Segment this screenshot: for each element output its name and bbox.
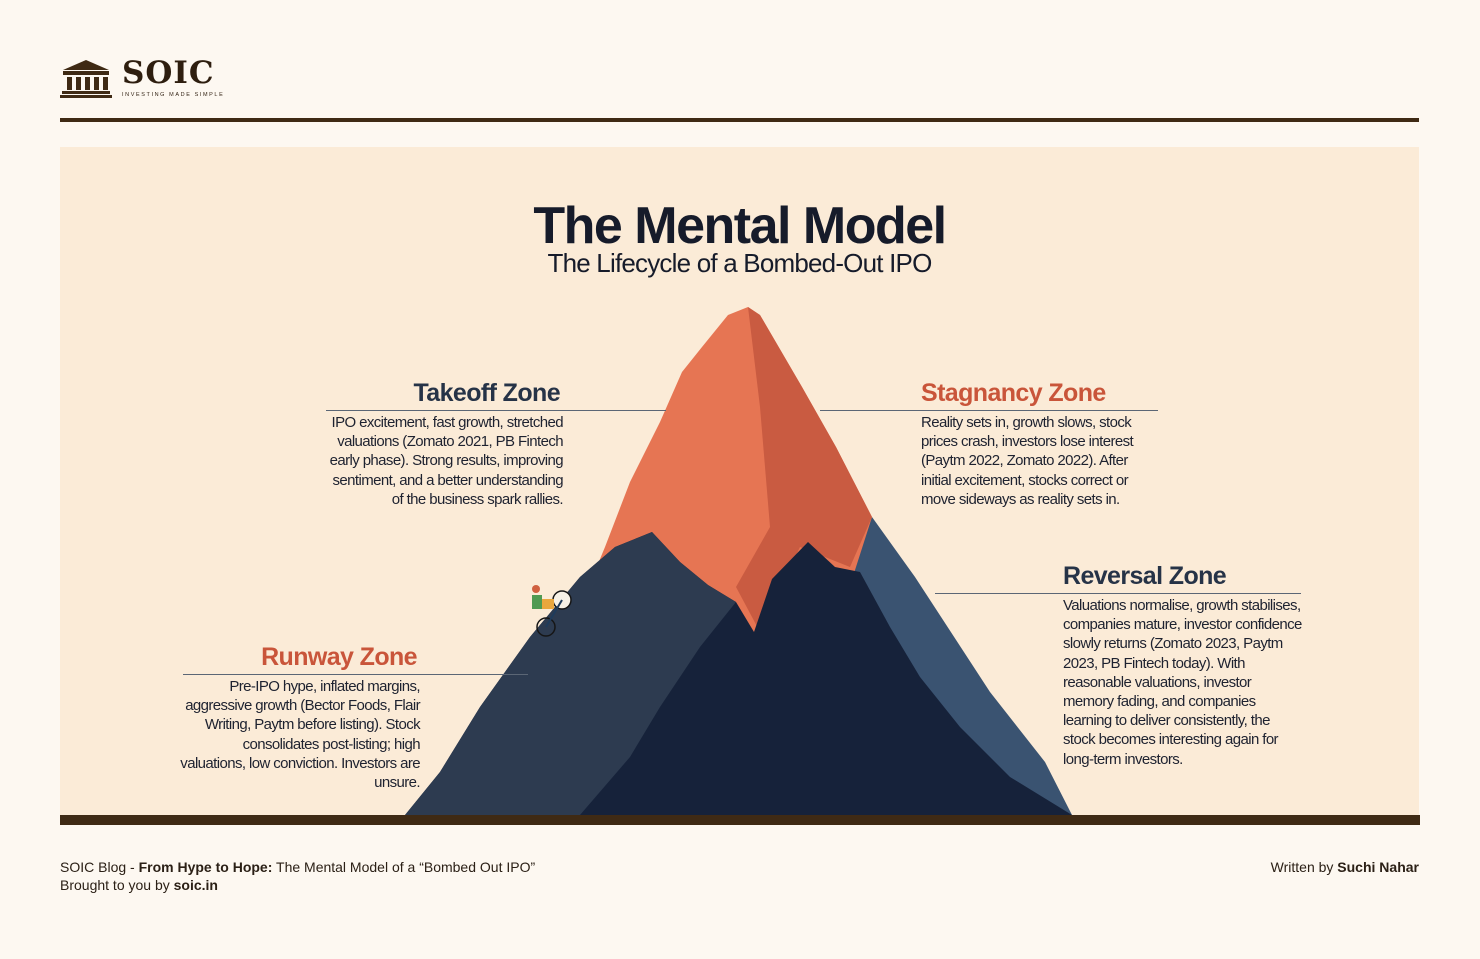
zone-text-stagnancy: Reality sets in, growth slows, stock pri… [921, 414, 1134, 508]
zone-divider-reversal [935, 593, 1301, 594]
header-divider [60, 118, 1419, 122]
zone-text-reversal: Valuations normalise, growth stabilises,… [1063, 597, 1302, 768]
diagram-subtitle: The Lifecycle of a Bombed-Out IPO [547, 248, 932, 278]
footer-blog-line: SOIC Blog - From Hype to Hope: The Menta… [60, 858, 535, 876]
footer-credit-site-link[interactable]: soic.in [173, 877, 218, 893]
mountain-illustration [405, 307, 1072, 815]
footer-author-name: Suchi Nahar [1337, 859, 1419, 875]
brand-name: SOIC [122, 55, 215, 91]
footer-author-prefix: Written by [1270, 859, 1338, 875]
footer-author: Written by Suchi Nahar [1271, 858, 1419, 876]
brand-logo: SOIC INVESTING MADE SIMPLE [60, 58, 224, 98]
brand-tagline: INVESTING MADE SIMPLE [122, 92, 225, 98]
zone-divider-stagnancy [820, 410, 1158, 411]
footer-blog-title: From Hype to Hope: [138, 859, 273, 875]
footer-blog-prefix: SOIC Blog - [60, 859, 139, 875]
diagram-panel: The Mental Model The Lifecycle of a Bomb… [60, 147, 1419, 815]
mountain-left-face [405, 532, 736, 815]
zone-divider-runway [183, 674, 528, 675]
zone-text-runway: Pre-IPO hype, inflated margins, aggressi… [180, 678, 420, 792]
zone-text-takeoff: IPO excitement, fast growth, stretched v… [329, 414, 564, 508]
footer-credit-line: Brought to you by soic.in [60, 876, 535, 894]
cyclist-icon [532, 585, 572, 637]
diagram-title: The Mental Model [533, 197, 947, 255]
footer-credit-prefix: Brought to you by [60, 877, 174, 893]
mountain-peak-shadow [736, 307, 872, 632]
ground-bar [60, 815, 1420, 825]
zone-title-stagnancy: Stagnancy Zone [921, 379, 1106, 407]
bank-building-icon [60, 60, 112, 98]
zone-title-takeoff: Takeoff Zone [413, 379, 560, 407]
footer-blog-rest: The Mental Model of a “Bombed Out IPO” [272, 859, 536, 875]
zone-title-reversal: Reversal Zone [1063, 562, 1227, 590]
footer-left: SOIC Blog - From Hype to Hope: The Menta… [60, 858, 535, 894]
zone-divider-takeoff [326, 410, 666, 411]
zone-title-runway: Runway Zone [261, 643, 418, 671]
